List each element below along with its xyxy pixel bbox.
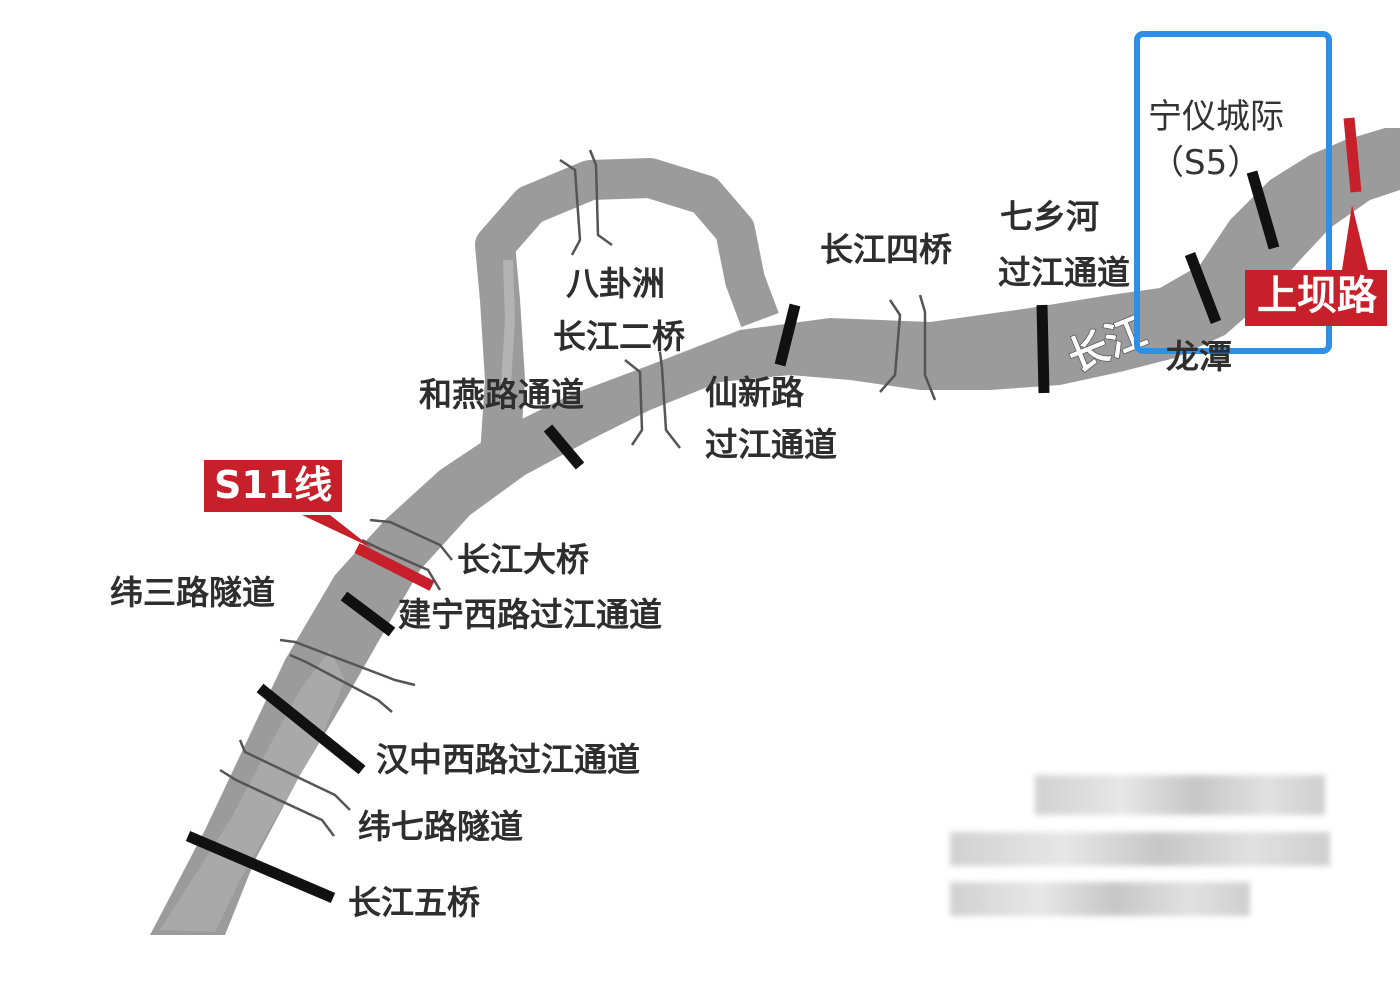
crossing-ningyi-a bbox=[1184, 252, 1222, 324]
crossing-ningyi-b bbox=[1246, 170, 1280, 250]
bridge-symbols bbox=[219, 149, 937, 837]
label-longtan: 龙潭 bbox=[1166, 337, 1232, 376]
label-qixiang-top: 七乡河 bbox=[1000, 197, 1099, 236]
crossing-xianxin bbox=[774, 303, 801, 367]
crossing-bars bbox=[185, 170, 1280, 904]
label-shangba-tag: 上坝路 bbox=[1245, 270, 1387, 326]
crossing-fifth-bridge bbox=[185, 830, 336, 904]
s11-pointer bbox=[302, 515, 372, 548]
label-bagua-top: 八卦洲 bbox=[566, 264, 665, 303]
label-jianning-west: 建宁西路过江通道 bbox=[398, 595, 662, 634]
label-ningyi-bottom: （S5） bbox=[1150, 143, 1262, 183]
crossing-hanzhong-west bbox=[256, 683, 366, 775]
label-heyan-tunnel: 和燕路通道 bbox=[419, 375, 584, 414]
label-qixiang-bottom: 过江通道 bbox=[998, 253, 1130, 292]
label-bagua-bottom: 长江二桥 bbox=[553, 317, 685, 356]
label-s11-tag: S11线 bbox=[204, 460, 343, 512]
ningyi-highlight-box bbox=[1134, 31, 1332, 354]
river-main bbox=[150, 128, 1400, 935]
label-fifth-bridge: 长江五桥 bbox=[348, 883, 480, 922]
label-fourth-bridge: 长江四桥 bbox=[820, 230, 952, 269]
river-bagua-inner bbox=[500, 259, 516, 401]
crossing-jianning-west bbox=[340, 591, 396, 637]
label-hanzhong-west: 汉中西路过江通道 bbox=[376, 740, 640, 779]
crossing-s11 bbox=[354, 543, 435, 591]
crossing-qixiang bbox=[1036, 304, 1050, 394]
label-xianxin-bottom: 过江通道 bbox=[705, 425, 837, 464]
label-xianxin-top: 仙新路 bbox=[705, 373, 804, 412]
river-bagua-loop bbox=[475, 158, 779, 457]
label-weiqi-tunnel: 纬七路隧道 bbox=[358, 807, 523, 846]
crossing-heyan bbox=[543, 424, 585, 470]
label-weisan-tunnel: 纬三路隧道 bbox=[110, 573, 275, 612]
shangba-pointer bbox=[1342, 205, 1368, 270]
label-yangtze-bridge: 长江大桥 bbox=[457, 540, 589, 579]
crossing-shangba bbox=[1343, 117, 1362, 193]
label-ningyi-top: 宁仪城际 bbox=[1148, 97, 1284, 137]
